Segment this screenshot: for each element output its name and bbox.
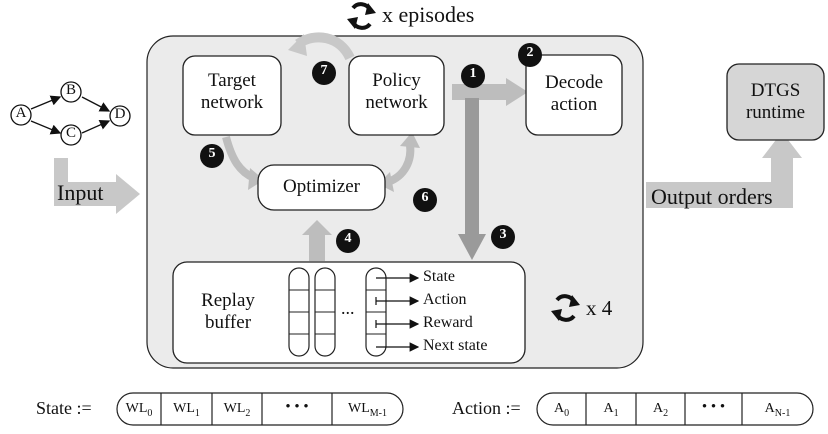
step-number-4: 4 [344,231,352,246]
state-cell-2: WL2 [223,401,251,419]
input-label: Input [57,180,104,205]
step-badge-2 [518,43,542,67]
state-cell-1: WL1 [173,401,200,419]
buffer-ellipsis: ... [341,298,355,318]
step-number-1: 1 [469,66,477,81]
action-cell-0: A0 [553,401,570,419]
step-badge-7 [312,61,336,85]
target-network-box [182,55,282,136]
step-badge-5 [200,144,224,168]
decode-arrow [452,78,528,106]
optimizer-box [257,164,386,211]
sample-arrow [302,220,332,261]
step-number-7: 7 [320,63,328,78]
buffer-field-action: Action [423,291,467,308]
store-arrow [458,98,486,260]
dtgs-runtime-box [726,63,825,141]
buffer-field-next-state: Next state [423,337,488,354]
optimizer-to-policy-arrow [386,144,415,186]
output-label: Output orders [651,184,773,209]
policy-network-box [348,55,445,136]
decode-action-box [525,54,623,136]
input-arrow [54,158,140,214]
step-badge-6 [413,188,437,212]
action-cell-ellipsis: • • • [701,399,726,415]
action-cell-2: A2 [652,401,669,419]
repeat-label: x 4 [586,296,613,320]
state-cell-ellipsis: • • • [285,399,309,415]
episodes-label: x episodes [382,2,475,27]
graph-node-c-label: C [65,125,76,141]
replay-buffer-box [172,261,526,364]
graph-node-d [109,105,131,127]
state-cell-0: WL0 [125,401,153,419]
graph-node-a-label: A [15,105,27,121]
state-cell-last: WLM-1 [348,401,387,419]
step-badge-3 [491,225,515,249]
input-graph [30,95,111,135]
buffer-field-state: State [423,268,455,285]
step-badge-1 [461,64,485,88]
state-def-label: State := [36,398,92,418]
optimizer-label: Optimizer [282,176,361,197]
action-def-label: Action := [452,398,521,418]
step-number-6: 6 [421,190,429,205]
step-number-3: 3 [499,227,507,242]
buffer-field-reward: Reward [423,314,473,331]
action-cell-last: AN-1 [764,401,791,419]
step-number-5: 5 [208,146,216,161]
graph-node-b-label: B [65,82,76,98]
graph-node-d-label: D [114,106,126,122]
graph-node-c [60,124,82,146]
step-badge-4 [336,229,360,253]
buffer-field-pointers [375,273,420,352]
output-arrow [646,132,802,208]
graph-node-a [10,104,32,126]
action-vector-bar [536,392,814,426]
action-cell-1: A1 [603,401,619,419]
graph-node-b [60,81,82,103]
step-number-2: 2 [526,45,534,60]
